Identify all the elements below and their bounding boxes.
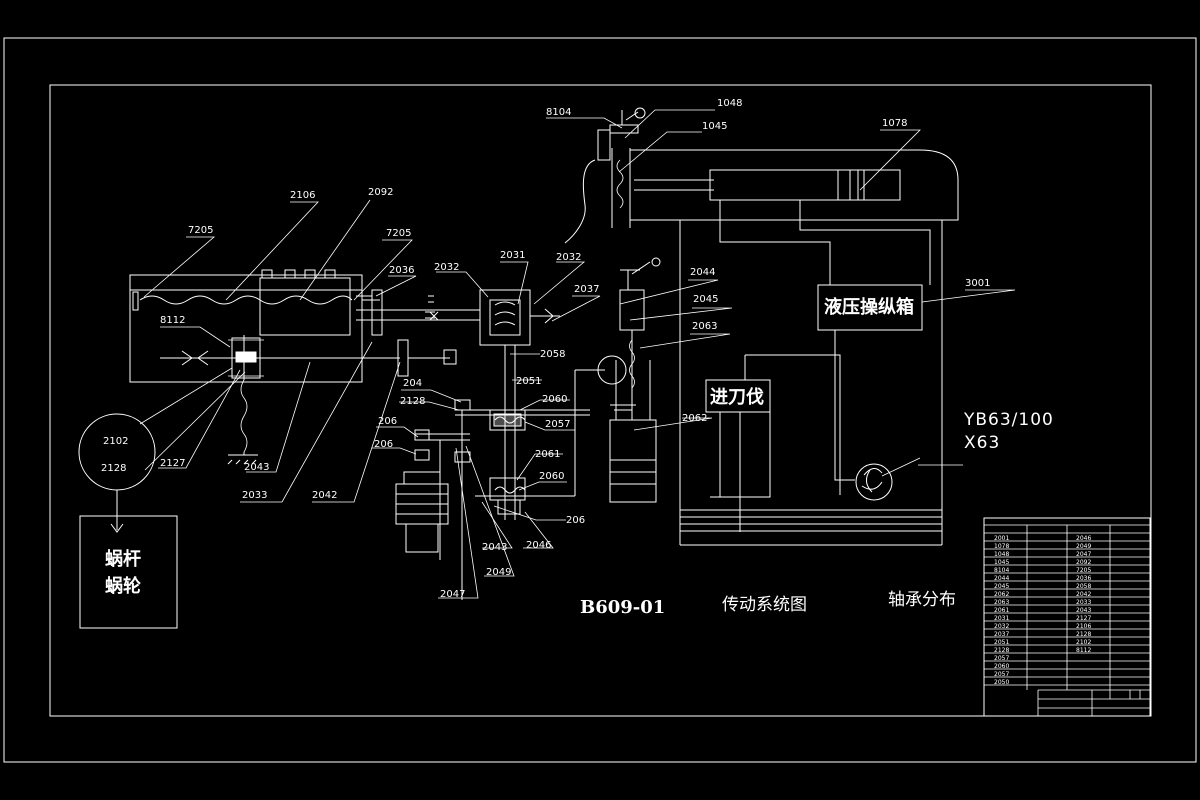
leader-lines xyxy=(143,109,1016,599)
svg-text:2102: 2102 xyxy=(1076,639,1091,646)
callout-2051: 2051 xyxy=(516,376,541,387)
svg-text:2050: 2050 xyxy=(994,679,1009,686)
callout-2031: 2031 xyxy=(500,250,525,261)
callout-3001: 3001 xyxy=(965,278,990,289)
callout-1048: 1048 xyxy=(717,98,742,109)
svg-text:2058: 2058 xyxy=(1076,583,1091,590)
callout-2127: 2127 xyxy=(160,458,185,469)
svg-text:2057: 2057 xyxy=(994,671,1009,678)
svg-text:2062: 2062 xyxy=(994,591,1009,598)
svg-text:2001: 2001 xyxy=(994,535,1009,542)
callout-2042: 2042 xyxy=(312,490,337,501)
svg-text:8104: 8104 xyxy=(994,567,1009,574)
worm-label-2: 蜗轮 xyxy=(105,575,141,597)
callout-2037: 2037 xyxy=(574,284,599,295)
svg-text:2060: 2060 xyxy=(994,663,1009,670)
callout-2062: 2062 xyxy=(682,413,707,424)
callout-2033: 2033 xyxy=(242,490,267,501)
callout-206-b: 206 xyxy=(374,439,393,450)
callout-8112: 8112 xyxy=(160,315,185,326)
svg-text:2063: 2063 xyxy=(994,599,1009,606)
detail-callout xyxy=(78,341,401,629)
callout-1078: 1078 xyxy=(882,118,907,129)
callout-2102: 2102 xyxy=(103,436,128,447)
svg-text:2128: 2128 xyxy=(994,647,1009,654)
parts-list-table: 2001 2046 1078 2049 1048 2047 1045 2092 8104… xyxy=(983,517,1151,717)
svg-text:1078: 1078 xyxy=(994,543,1009,550)
inner-frame xyxy=(49,84,1152,717)
outer-frame xyxy=(3,37,1197,763)
svg-text:2045: 2045 xyxy=(994,583,1009,590)
svg-text:2037: 2037 xyxy=(994,631,1009,638)
svg-text:2106: 2106 xyxy=(1076,623,1091,630)
callout-2057: 2057 xyxy=(545,419,570,430)
pump-model-line1: YB63/100 xyxy=(963,410,1054,430)
svg-text:2032: 2032 xyxy=(994,623,1009,630)
callout-2032-a: 2032 xyxy=(434,262,459,273)
callout-1045: 1045 xyxy=(702,121,727,132)
callout-7205-b: 7205 xyxy=(386,228,411,239)
svg-text:2061: 2061 xyxy=(994,607,1009,614)
svg-text:2046: 2046 xyxy=(1076,535,1091,542)
svg-text:7205: 7205 xyxy=(1076,567,1091,574)
svg-text:2051: 2051 xyxy=(994,639,1009,646)
callout-2061: 2061 xyxy=(535,449,560,460)
callout-206-c: 206 xyxy=(566,515,585,526)
pump-model-line2: X63 xyxy=(964,433,1000,453)
worm-label-1: 蜗杆 xyxy=(105,548,141,570)
callout-2036: 2036 xyxy=(389,265,414,276)
svg-text:8112: 8112 xyxy=(1076,647,1091,654)
callout-206-a: 206 xyxy=(378,416,397,427)
callout-2046: 2046 xyxy=(526,540,551,551)
svg-text:2044: 2044 xyxy=(994,575,1009,582)
svg-text:2092: 2092 xyxy=(1076,559,1091,566)
callout-2049: 2049 xyxy=(486,567,511,578)
callout-2063: 2063 xyxy=(692,321,717,332)
svg-text:2127: 2127 xyxy=(1076,615,1091,622)
worm-gear-box xyxy=(79,515,178,629)
hydraulic-assembly xyxy=(564,107,959,546)
drawing-title: 传动系统图 xyxy=(722,595,807,615)
callout-2047: 2047 xyxy=(440,589,465,600)
headstock-assembly xyxy=(129,269,480,465)
svg-text:2043: 2043 xyxy=(1076,607,1091,614)
callout-8104: 8104 xyxy=(546,107,571,118)
svg-text:1045: 1045 xyxy=(994,559,1009,566)
callout-7205-a: 7205 xyxy=(188,225,213,236)
svg-text:1048: 1048 xyxy=(994,551,1009,558)
feed-valve-label: 进刀伐 xyxy=(710,386,764,408)
callout-2045: 2045 xyxy=(693,294,718,305)
svg-text:2049: 2049 xyxy=(1076,543,1091,550)
callout-2043-b: 2043 xyxy=(244,462,269,473)
bearing-title: 轴承分布 xyxy=(888,590,956,610)
callout-2128-b: 2128 xyxy=(101,463,126,474)
callout-2060-b: 2060 xyxy=(539,471,564,482)
callout-2058: 2058 xyxy=(540,349,565,360)
svg-text:2128: 2128 xyxy=(1076,631,1091,638)
svg-text:2057: 2057 xyxy=(994,655,1009,662)
callout-2032-b: 2032 xyxy=(556,252,581,263)
callout-204: 204 xyxy=(403,378,422,389)
callout-2106: 2106 xyxy=(290,190,315,201)
svg-text:2031: 2031 xyxy=(994,615,1009,622)
svg-text:2036: 2036 xyxy=(1076,575,1091,582)
callout-2092: 2092 xyxy=(368,187,393,198)
callout-2044: 2044 xyxy=(690,267,715,278)
drawing-number: B609-01 xyxy=(580,597,665,618)
svg-text:2047: 2047 xyxy=(1076,551,1091,558)
callout-2043-a: 2043 xyxy=(482,542,507,553)
callout-2060-a: 2060 xyxy=(542,394,567,405)
svg-text:2033: 2033 xyxy=(1076,599,1091,606)
callout-2128-a: 2128 xyxy=(400,396,425,407)
gearbox-assembly xyxy=(395,289,605,600)
hydraulic-box-label: 液压操纵箱 xyxy=(824,296,914,318)
svg-text:2042: 2042 xyxy=(1076,591,1091,598)
